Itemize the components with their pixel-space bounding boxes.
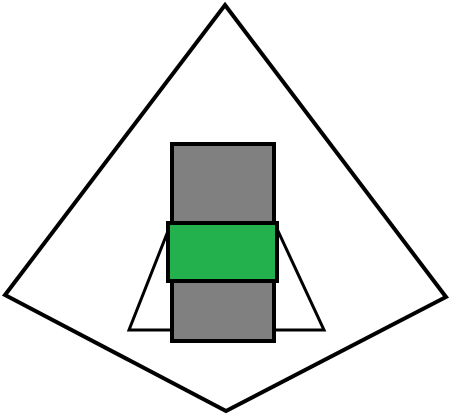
green-band bbox=[166, 221, 279, 283]
